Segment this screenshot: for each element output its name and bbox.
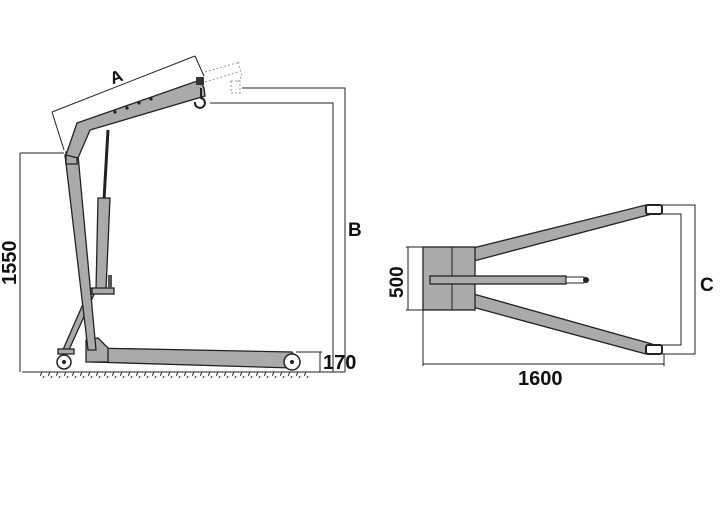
ram-rod: [102, 129, 110, 201]
label-170: 170: [323, 352, 356, 374]
dimension-170: [296, 351, 322, 372]
hook-icon: [193, 88, 206, 109]
dimension-1550: [19, 152, 64, 372]
boom: [65, 79, 206, 159]
pump-handle-base: [91, 287, 115, 295]
dimension-c: [662, 204, 696, 355]
ground-hatch: [40, 372, 310, 378]
upper-leg: [464, 204, 654, 263]
label-500: 500: [387, 266, 408, 298]
base-beam: [91, 347, 299, 369]
label-c: C: [700, 275, 714, 296]
mast-bar: [429, 275, 567, 285]
dimension-500: [406, 246, 423, 311]
label-b: B: [348, 220, 362, 241]
lower-leg: [464, 292, 653, 355]
dimension-b: [210, 87, 346, 372]
upper-wheel: [645, 204, 663, 215]
side-view: A 1550 B 170: [0, 55, 362, 378]
label-a: A: [107, 66, 125, 88]
label-1550: 1550: [0, 241, 21, 286]
hydraulic-cylinder: [95, 197, 111, 291]
top-view: 500 1600 C: [387, 204, 714, 390]
dimension-1600: [422, 310, 665, 366]
dimension-a: [51, 55, 205, 151]
label-1600: 1600: [518, 368, 563, 390]
boom-extension-ghost: [204, 61, 243, 85]
lower-wheel: [645, 344, 663, 355]
